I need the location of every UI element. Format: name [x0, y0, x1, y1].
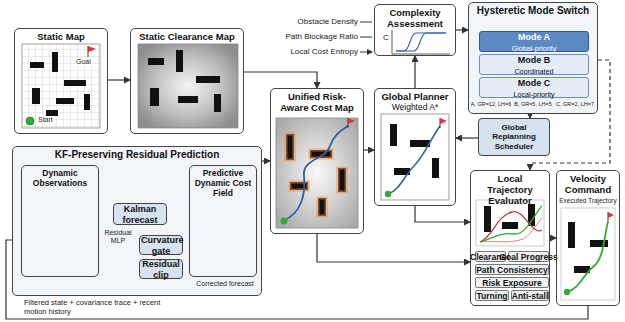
node-title: Mode B [515, 53, 554, 67]
input-arrows [360, 22, 372, 52]
static-map-art [22, 44, 100, 128]
map-label: Start [37, 116, 54, 124]
group-box: KF-Preserving Residual PredictionDynamic… [12, 146, 262, 296]
panel-box: Predictive Dynamic Cost Field [189, 165, 257, 277]
node-title: Predictive Dynamic Cost Field [190, 166, 256, 198]
annotation: Corrected forecast [192, 280, 258, 288]
panel-box: Static Map [14, 28, 108, 134]
parameter-note: B, GR=5, LH=5 [512, 101, 554, 107]
node-title: KF-Preserving Residual Prediction [13, 147, 261, 161]
parameter-note: A, GR=12, LH=6 [470, 101, 512, 107]
input-label: Path Blockage Ratio [262, 32, 358, 41]
planner-map-art [381, 114, 449, 200]
criterion-tag: Anti-stall [511, 290, 549, 301]
criterion-tag: Risk Exposure [475, 277, 549, 288]
annotation: Residual MLP [100, 229, 136, 245]
hysteresis-graph [392, 30, 450, 54]
node-subtitle: Global-priority [512, 44, 557, 53]
annotation: Executed Trajectory [558, 197, 618, 204]
connector-arrow [317, 234, 470, 262]
criterion-tag: Path Consistency [475, 264, 549, 275]
connector-arrow [244, 72, 317, 88]
connector-arrow [415, 206, 470, 222]
node-title: Anti-stall [509, 289, 552, 302]
node-title: Velocity Command [557, 171, 619, 195]
axis-label: C [382, 33, 390, 42]
node-title: Risk Exposure [479, 276, 544, 289]
node-title: Global Replanning Scheduler [480, 123, 548, 152]
parameter-note: C, GR=2, LH=7 [554, 101, 596, 107]
node-title: Local Trajectory Evaluator [471, 171, 549, 206]
panel-box: Dynamic Observations [21, 165, 99, 277]
node-title: Mode A [515, 30, 553, 44]
process-box: Global Replanning Scheduler [478, 118, 550, 156]
node-title: Residual clip [139, 257, 183, 282]
node-title: Hysteretic Mode Switch [469, 3, 597, 17]
process-box: Complexity Assessment [374, 4, 456, 56]
node-title: Kalman forecast [115, 202, 165, 227]
node-subtitle: Local-priority [513, 90, 554, 99]
mode-box: Mode CLocal-priority [479, 77, 589, 98]
connector-arrow [108, 79, 130, 80]
node-subtitle: Weighted A* [375, 102, 455, 112]
mode-box: Mode AGlobal-priority [479, 31, 589, 52]
node-title: Turning [473, 289, 510, 302]
node-title: Goal Progress [496, 250, 560, 263]
node-title: Unified Risk-Aware Cost Map [271, 89, 363, 113]
node-title: Static Map [15, 29, 107, 42]
node-title: Path Consistency [473, 263, 551, 276]
node-title: Static Clearance Map [131, 29, 243, 42]
panel-box: Local Trajectory EvaluatorClearanceGoal … [470, 170, 550, 306]
input-label: Local Cost Entropy [266, 47, 358, 56]
node-title: Global Planner [375, 89, 455, 102]
velocity-art [561, 208, 615, 300]
node-subtitle: Coordinated [514, 67, 553, 76]
connector-arrow [364, 149, 374, 150]
map-label: Goal [75, 58, 92, 66]
input-label: Obstacle Density [270, 17, 358, 26]
node-title: Complexity Assessment [375, 5, 455, 29]
mode-box: Mode BCoordinated [479, 54, 589, 75]
cost-map-art [276, 118, 358, 228]
panel-box: Unified Risk-Aware Cost Map [270, 88, 364, 234]
panel-box: Global PlannerWeighted A* [374, 88, 456, 206]
clearance-map-art [138, 44, 238, 128]
feedback-label: Filtered state + covariance trace + rece… [24, 299, 174, 316]
process-box: Kalman forecast [113, 203, 167, 225]
node-title: Curvature gate [138, 233, 184, 258]
node-title: Dynamic Observations [22, 166, 98, 188]
group-box: Hysteretic Mode SwitchMode AGlobal-prior… [468, 2, 598, 114]
connector-arrow [456, 29, 468, 30]
node-title: Mode C [515, 76, 554, 90]
criterion-tag: Goal Progress [508, 251, 549, 262]
evaluator-art [476, 200, 544, 246]
connector-arrow [456, 137, 478, 138]
connector-arrow [414, 56, 415, 88]
process-box: Curvature gate [139, 235, 183, 255]
process-box: Residual clip [139, 259, 183, 279]
panel-box: Velocity Command [556, 170, 620, 306]
connector-arrow [262, 160, 270, 161]
criterion-tag: Turning [475, 290, 509, 301]
panel-box: Static Clearance Map [130, 28, 244, 134]
